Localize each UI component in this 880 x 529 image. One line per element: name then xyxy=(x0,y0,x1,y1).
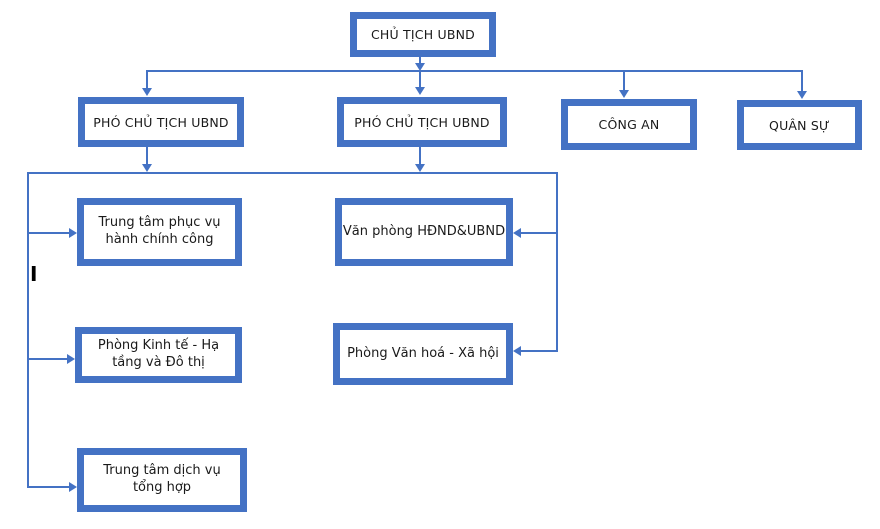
connector-branch-trung-tam-phuc-vu xyxy=(28,232,69,234)
org-node-phong-van-hoa: Phòng Văn hoá - Xã hội xyxy=(333,323,513,385)
org-node-label: PHÓ CHỦ TỊCH UBND xyxy=(93,114,229,130)
org-node-label: Trung tâm dịch vụ tổng hợp xyxy=(103,463,221,495)
org-node-label: CÔNG AN xyxy=(598,117,660,132)
arrowhead-down-bus2-right xyxy=(415,164,425,172)
org-node-label: PHÓ CHỦ TỊCH UBND xyxy=(354,114,490,130)
arrowhead-right-trung-tam-dich-vu xyxy=(69,482,77,492)
arrowhead-left-van-phong xyxy=(513,228,521,238)
arrowhead-down-pho1 xyxy=(142,88,152,96)
org-node-trung-tam-phuc-vu: Trung tâm phục vụ hành chính công xyxy=(77,198,242,266)
connector-bus-level2 xyxy=(27,172,558,174)
connector-drop-quan-su xyxy=(801,72,803,91)
connector-rail-right xyxy=(556,172,558,352)
org-node-pho-chu-tich-2: PHÓ CHỦ TỊCH UBND xyxy=(337,97,507,147)
connector-drop-cong-an xyxy=(623,72,625,90)
connector-branch-trung-tam-dich-vu xyxy=(28,486,69,488)
arrowhead-right-phong-kinh-te xyxy=(67,354,75,364)
arrowhead-down-cong-an xyxy=(619,90,629,98)
org-node-van-phong: Văn phòng HĐND&UBND xyxy=(335,198,513,266)
arrowhead-down-pho2 xyxy=(415,87,425,95)
arrowhead-down-to-bus1 xyxy=(415,63,425,71)
arrowhead-left-phong-van-hoa xyxy=(513,346,521,356)
arrowhead-down-quan-su xyxy=(797,91,807,99)
connector-drop-pho1 xyxy=(146,72,148,88)
connector-branch-van-phong xyxy=(521,232,557,234)
org-node-trung-tam-dich-vu: Trung tâm dịch vụ tổng hợp xyxy=(77,448,247,512)
org-node-label: CHỦ TỊCH UBND xyxy=(371,27,475,42)
arrowhead-down-bus2-left xyxy=(142,164,152,172)
connector-rail-left xyxy=(27,172,29,488)
connector-stub-pho1-down xyxy=(146,147,148,164)
org-node-label: Phòng Văn hoá - Xã hội xyxy=(347,345,499,361)
org-node-pho-chu-tich-1: PHÓ CHỦ TỊCH UBND xyxy=(78,97,244,147)
org-node-phong-kinh-te: Phòng Kinh tế - Hạ tầng và Đô thị xyxy=(75,327,242,383)
connector-top-stub xyxy=(419,57,421,64)
org-node-label: QUÂN SỰ xyxy=(769,117,830,133)
org-node-label: Văn phòng HĐND&UBND xyxy=(342,223,506,239)
connector-drop-pho2 xyxy=(419,72,421,87)
connector-branch-phong-kinh-te xyxy=(28,358,67,360)
connector-branch-phong-van-hoa xyxy=(521,350,557,352)
org-node-cong-an: CÔNG AN xyxy=(561,99,697,150)
connector-bus-level1 xyxy=(146,70,803,72)
org-node-quan-su: QUÂN SỰ xyxy=(737,100,862,150)
connector-stub-pho2-down xyxy=(419,147,421,164)
org-node-chu-tich-ubnd: CHỦ TỊCH UBND xyxy=(350,12,496,57)
org-node-label: Phòng Kinh tế - Hạ tầng và Đô thị xyxy=(97,338,220,370)
org-node-label: Trung tâm phục vụ hành chính công xyxy=(98,215,221,247)
stray-i-mark: I xyxy=(30,262,38,286)
arrowhead-right-trung-tam-phuc-vu xyxy=(69,228,77,238)
